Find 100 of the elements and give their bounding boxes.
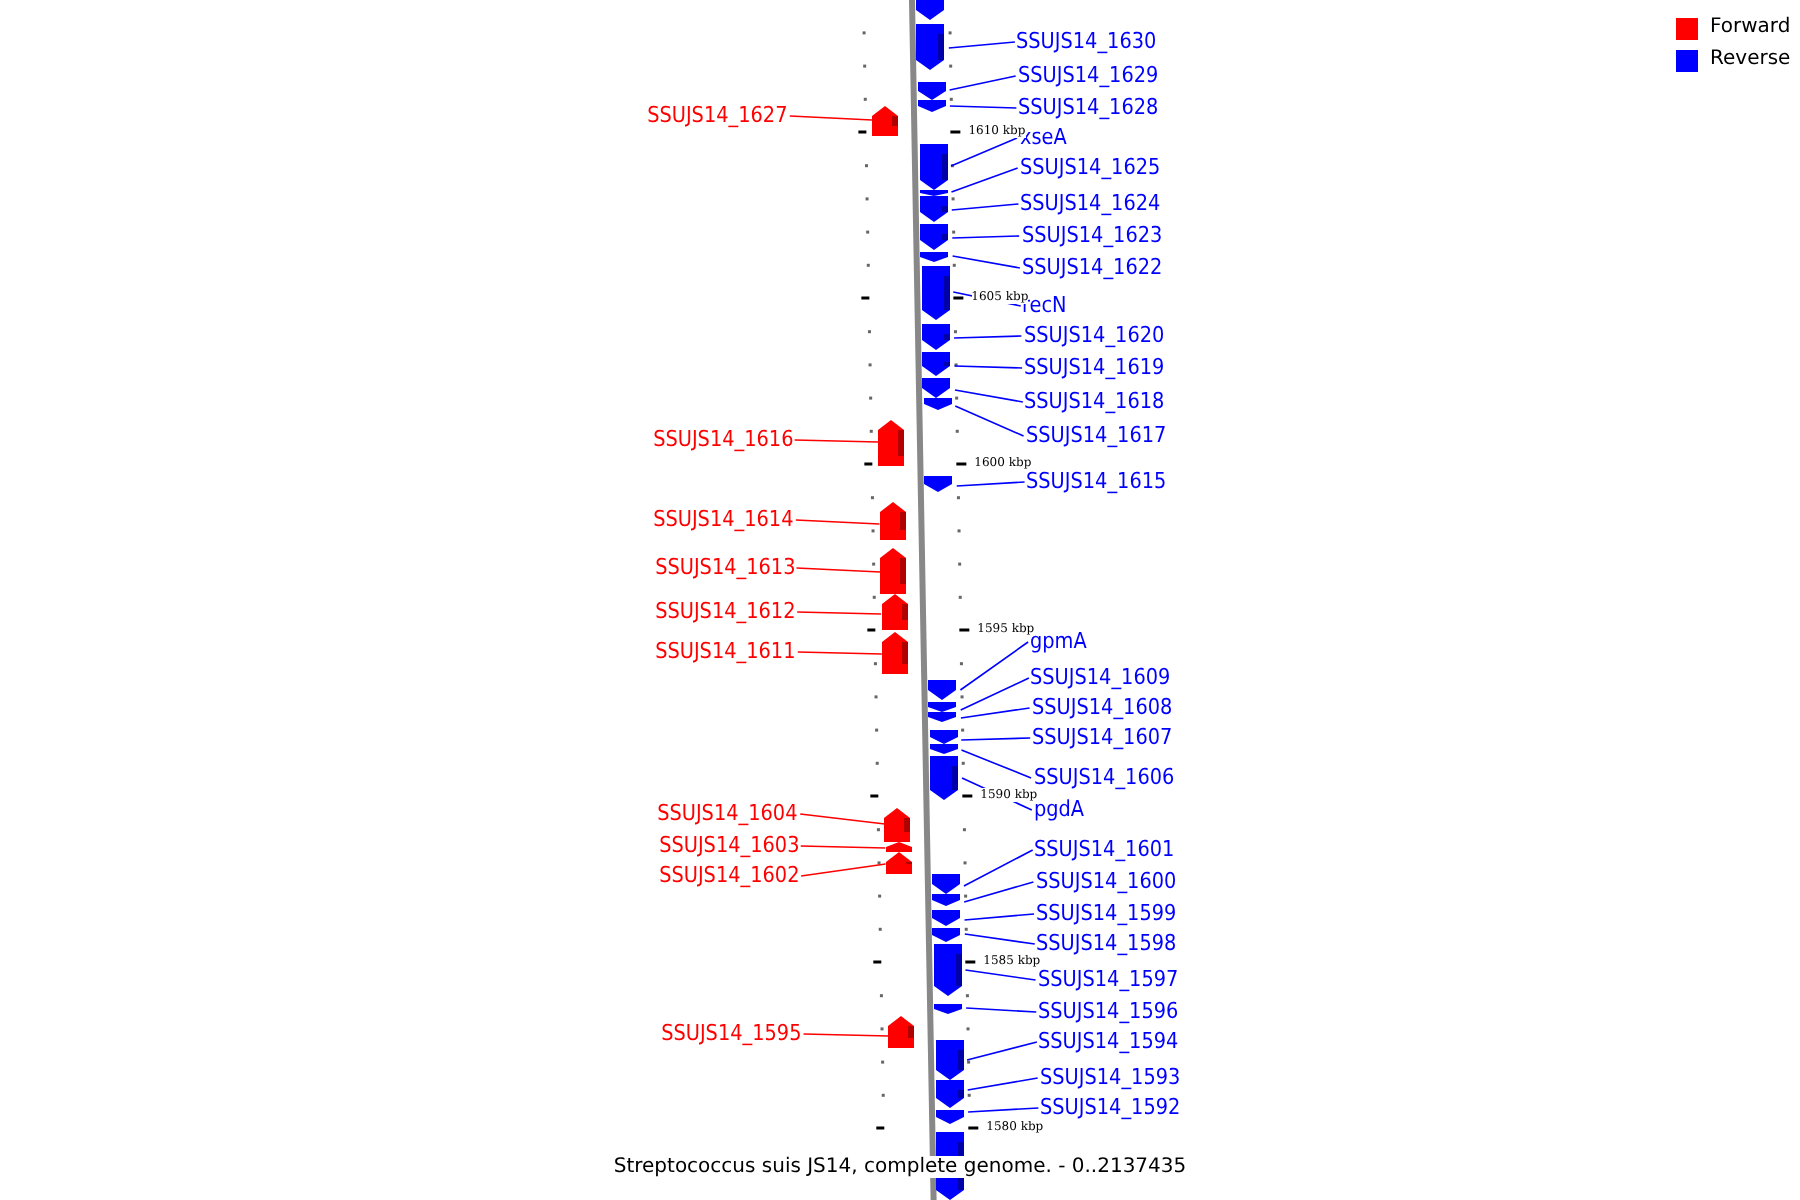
legend-label: Forward [1710, 16, 1791, 40]
leader-line [963, 849, 1034, 887]
gene-block [881, 632, 908, 674]
gene-label: SSUJS14_1627 [647, 104, 788, 128]
gene-label: SSUJS14_1620 [1023, 324, 1164, 348]
leader-line [802, 1033, 890, 1037]
leader-line [966, 1041, 1038, 1061]
gene-label: SSUJS14_1599 [1036, 902, 1177, 926]
leader-line [800, 863, 887, 877]
gene-block [922, 352, 951, 376]
gene-block [929, 730, 958, 744]
gene-label: SSUJS14_1622 [1021, 256, 1163, 280]
leader-line [950, 167, 1019, 193]
leader-line [948, 75, 1017, 91]
gene-block [934, 1004, 963, 1014]
gene-block [935, 1040, 964, 1080]
leader-line [963, 913, 1035, 921]
gene-label: SSUJS14_1592 [1040, 1096, 1181, 1120]
leader-line [963, 881, 1035, 903]
gene-block [919, 196, 948, 222]
gene-label: SSUJS14_1601 [1034, 838, 1175, 862]
gene-block [919, 144, 947, 190]
gene-block [922, 378, 951, 398]
gene-block [916, 24, 945, 70]
gene-label: SSUJS14_1613 [654, 556, 795, 580]
leader-line [954, 405, 1025, 437]
gene-label: SSUJS14_1609 [1030, 666, 1172, 690]
gene-block [877, 420, 904, 466]
leader-line [960, 749, 1032, 779]
gene-label: SSUJS14_1604 [657, 802, 799, 826]
gene-label: SSUJS14_1608 [1031, 696, 1172, 720]
gene-label: SSUJS14_1602 [658, 864, 800, 888]
gene-label: SSUJS14_1611 [655, 640, 796, 664]
gene-label: SSUJS14_1597 [1037, 968, 1178, 992]
gene-block [917, 100, 946, 112]
gene-label: SSUJS14_1628 [1018, 96, 1159, 120]
gene-label: SSUJS14_1595 [661, 1022, 802, 1046]
gene-block [881, 594, 907, 630]
gene-label: SSUJS14_1630 [1016, 30, 1158, 54]
gene-label: SSUJS14_1624 [1020, 192, 1161, 216]
leader-line [951, 235, 1020, 239]
gene-block [880, 548, 907, 594]
gene-block [872, 106, 899, 136]
legend-label: Reverse [1710, 48, 1791, 72]
leader-line [964, 933, 1036, 945]
leader-line [949, 105, 1018, 109]
gene-label: SSUJS14_1625 [1019, 156, 1160, 180]
leader-line [966, 1077, 1039, 1091]
gene-label: SSUJS14_1629 [1017, 64, 1158, 88]
gene-label: SSUJS14_1598 [1036, 932, 1178, 956]
caption: Streptococcus suis JS14, complete genome. - 0..2137435 [613, 1156, 1187, 1178]
gene-label: SSUJS14_1618 [1024, 390, 1166, 414]
leader-line [799, 845, 886, 849]
leader-line [950, 137, 1018, 167]
gene-label: SSUJS14_1614 [653, 508, 794, 532]
gene-block [924, 476, 953, 492]
gene-label: SSUJS14_1619 [1024, 356, 1165, 380]
gene-block [932, 910, 961, 926]
leader-line [965, 1007, 1038, 1013]
leader-line [960, 737, 1031, 741]
leader-line [795, 519, 881, 525]
leader-line [953, 365, 1023, 369]
gene-block [928, 712, 957, 722]
gene-label: SSUJS14_1593 [1039, 1066, 1180, 1090]
gene-label: SSUJS14_1607 [1032, 726, 1173, 750]
leader-line [959, 677, 1030, 711]
leader-line [953, 335, 1023, 339]
leader-line [964, 969, 1037, 981]
leader-line [948, 41, 1016, 49]
gene-block [917, 82, 946, 100]
gene-block [932, 894, 961, 906]
gene-label: pgdA [1033, 798, 1084, 822]
gene-block [888, 1016, 915, 1048]
gene-label: SSUJS14_1616 [652, 428, 793, 452]
gene-block [921, 266, 950, 320]
gene-label: SSUJS14_1606 [1033, 766, 1174, 790]
leader-line [795, 567, 882, 573]
leader-line [799, 813, 886, 825]
gene-block [922, 324, 951, 350]
gene-label: SSUJS14_1603 [658, 834, 799, 858]
gene-label: SSUJS14_1623 [1021, 224, 1162, 248]
leader-line [797, 651, 883, 655]
gene-block [931, 874, 960, 894]
gene-label: SSUJS14_1617 [1025, 424, 1166, 448]
gene-block [923, 398, 952, 410]
gene-label: SSUJS14_1596 [1038, 1000, 1179, 1024]
gene-label: SSUJS14_1615 [1026, 470, 1167, 494]
leader-line [796, 611, 882, 615]
leader-line [959, 641, 1029, 691]
leader-line [788, 115, 873, 121]
leader-line [955, 481, 1026, 487]
gene-label: SSUJS14_1600 [1035, 870, 1176, 894]
gene-block [879, 502, 906, 540]
gene-block [916, 0, 945, 20]
gene-label: SSUJS14_1612 [654, 600, 796, 624]
leader-line [960, 707, 1031, 719]
leader-line [954, 389, 1024, 403]
leader-line [967, 1107, 1040, 1113]
leader-line [951, 255, 1021, 269]
leader-line [793, 439, 879, 443]
